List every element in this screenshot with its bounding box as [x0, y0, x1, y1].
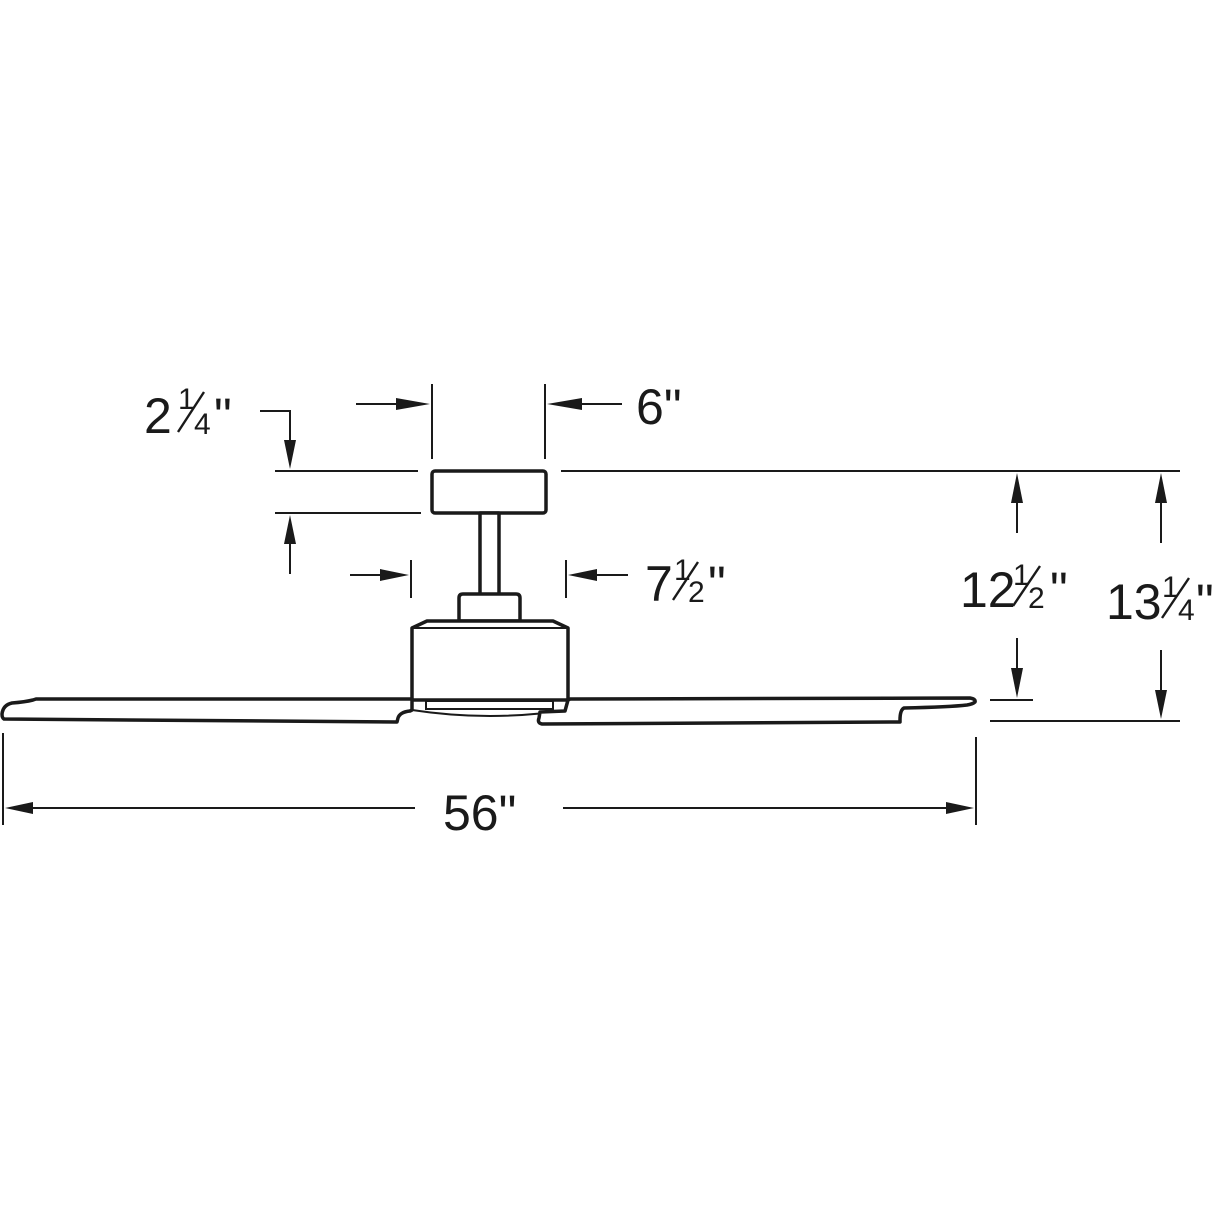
downrod [478, 511, 501, 597]
extension-lines [2, 384, 1180, 825]
frac-numerator: 1 [1162, 571, 1179, 604]
overall-height-label: 13 [1106, 574, 1162, 630]
canopy-height-label: 2 [144, 388, 172, 444]
motor-width-label: 7 [645, 556, 673, 612]
dim-canopy-width: 6" [356, 379, 682, 435]
fan-body [0, 469, 977, 726]
inch-mark: " [1050, 562, 1068, 618]
canopy-width-label: 6" [636, 379, 682, 435]
blade-right [536, 696, 977, 726]
ceiling-to-blade-label: 12 [960, 562, 1016, 618]
inch-mark: " [708, 556, 726, 612]
dim-motor-width: 7 1 2 " [350, 554, 726, 612]
motor-housing [410, 619, 570, 702]
blade-span-label: 56" [443, 785, 516, 841]
motor-collar [457, 592, 522, 623]
inch-mark: " [1196, 574, 1214, 630]
inch-mark: " [214, 388, 232, 444]
frac-numerator: 1 [1013, 559, 1030, 592]
light-kit-trim [425, 700, 554, 710]
dim-blade-span: 56" [5, 785, 974, 841]
dim-overall-height: 13 1 4 " [1106, 473, 1214, 719]
canopy [430, 469, 548, 515]
dim-ceiling-to-blade: 12 1 2 " [960, 473, 1068, 698]
frac-denominator: 4 [194, 408, 211, 441]
dim-canopy-height: 2 1 4 " [144, 383, 296, 574]
frac-numerator: 1 [674, 554, 691, 587]
frac-numerator: 1 [178, 383, 195, 416]
frac-denominator: 4 [1178, 594, 1195, 627]
blade-left [0, 697, 414, 724]
frac-denominator: 2 [1028, 582, 1045, 615]
frac-denominator: 2 [688, 576, 705, 609]
